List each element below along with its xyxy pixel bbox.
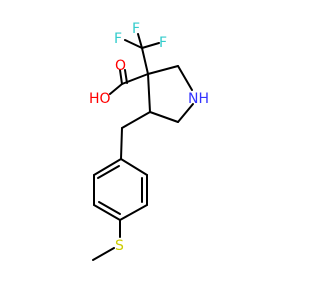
bond-carbonyl-a (119, 69, 123, 85)
atom-fluorine-right: F (159, 35, 167, 51)
atom-amine: NH (188, 91, 209, 107)
atom-hydroxyl: HO (89, 91, 111, 107)
bond-cf3-f-left (124, 39, 143, 49)
bond-benzene-3-inner (98, 201, 121, 215)
bond-ring-c3-c2 (147, 65, 179, 75)
bond-ring-c4-c3 (147, 73, 151, 113)
molecule-drawing: F F F O HO NH S (89, 21, 209, 261)
bond-ring-c2-n (177, 65, 193, 91)
bond-carbonyl-b (124, 69, 128, 84)
bond-benzene-1-inner (97, 165, 120, 179)
bond-sulfur-methyl (92, 247, 115, 261)
bond-benzene-4 (119, 204, 148, 221)
bond-ch2-ipso (120, 127, 123, 160)
bond-benzene-1 (93, 158, 122, 176)
bond-cf3-f-top (137, 33, 143, 49)
structure-canvas: F F F O HO NH S (89, 21, 209, 261)
bond-benzene-3 (93, 204, 121, 221)
bond-benzene-6 (120, 158, 148, 176)
bond-ring-c5-c4 (149, 111, 179, 123)
bond-ring-n-c5 (177, 103, 194, 123)
atom-sulfur: S (115, 238, 124, 254)
bond-cf3-f-right (141, 42, 160, 49)
atom-fluorine-left: F (114, 31, 122, 47)
bond-carboxyl-oh (109, 83, 123, 95)
atom-fluorine-top: F (132, 21, 140, 37)
bond-c3-cf3 (141, 47, 149, 75)
bond-c4-ch2 (121, 111, 151, 129)
atom-carbonyl-oxygen: O (115, 58, 126, 74)
